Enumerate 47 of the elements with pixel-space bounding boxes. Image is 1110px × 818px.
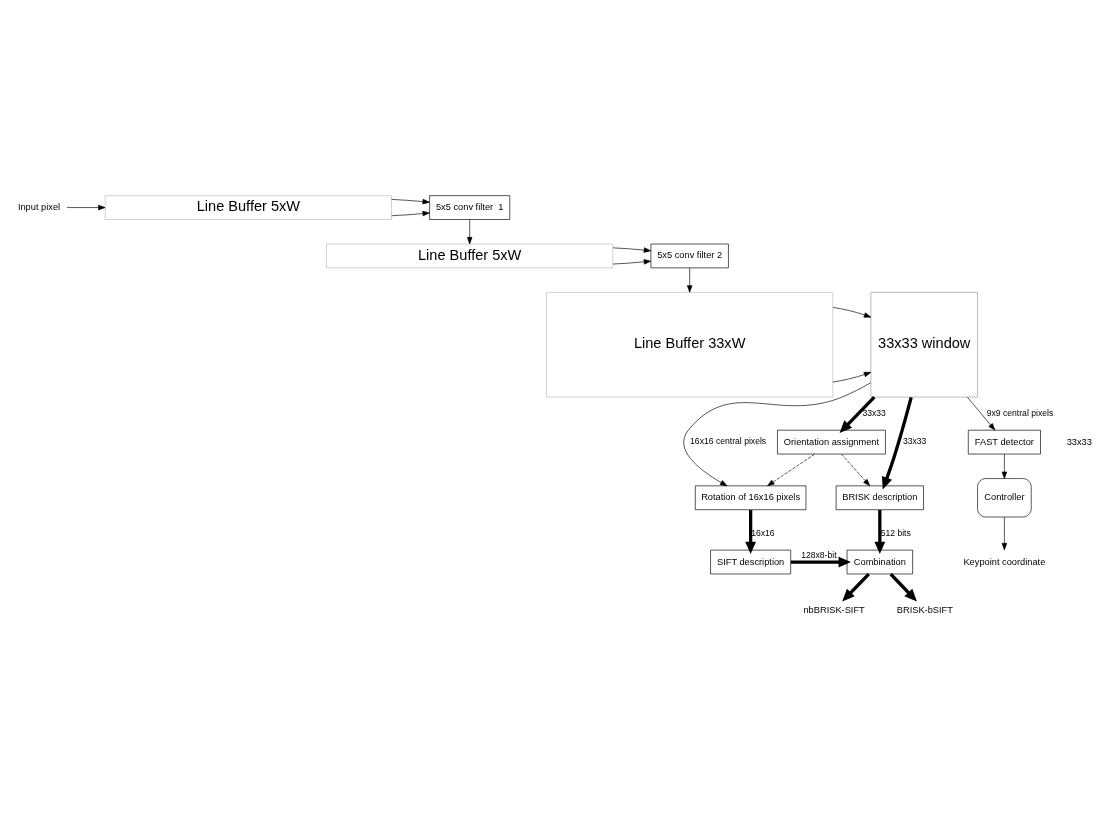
node-box: Line Buffer 33xW xyxy=(546,292,834,398)
arrow xyxy=(832,372,872,383)
node-box: Line Buffer 5xW xyxy=(104,195,392,220)
edge-label: 16x16 central pixels xyxy=(690,436,767,447)
edge-label: 33x33 xyxy=(902,436,927,447)
node-box: FAST detector xyxy=(967,429,1041,455)
node-box: 5x5 conv filter 1 xyxy=(429,195,511,220)
arrow xyxy=(391,198,430,205)
arrow xyxy=(612,259,652,265)
arrow xyxy=(1001,454,1008,479)
arrow xyxy=(767,453,815,487)
label: 33x33 xyxy=(1066,436,1092,447)
arrow xyxy=(839,395,876,434)
arrow xyxy=(66,204,106,211)
arrow xyxy=(889,572,917,602)
edge-label: 128x8-bit xyxy=(801,549,837,560)
node-box: Combination xyxy=(846,549,913,575)
arrow xyxy=(612,247,652,253)
edge-label: 16x16 xyxy=(751,527,775,538)
node-text: BRISK-bSIFT xyxy=(896,604,953,615)
arrow xyxy=(745,510,757,555)
edge-label: 9x9 central pixels xyxy=(986,407,1054,418)
arrow xyxy=(683,382,872,487)
arrow xyxy=(874,510,886,555)
node-text: nbBRISK-SIFT xyxy=(803,604,865,615)
arrow xyxy=(1001,516,1008,551)
node-box: 33x33 window xyxy=(870,292,978,398)
arrow xyxy=(832,307,872,318)
node-box: SIFT description xyxy=(710,549,792,575)
arrow xyxy=(841,454,871,487)
node-box: Line Buffer 5xW xyxy=(326,243,614,269)
arrow xyxy=(391,210,430,217)
arrow xyxy=(790,556,851,568)
arrow xyxy=(842,572,870,602)
node-text: Keypoint coordinate xyxy=(963,556,1046,567)
arrow xyxy=(687,267,693,293)
arrow xyxy=(881,396,913,490)
edge-label: 33x33 xyxy=(862,407,886,418)
node-box: Orientation assignment xyxy=(777,429,886,455)
node-box: BRISK description xyxy=(835,485,924,511)
arrow xyxy=(467,219,473,245)
node-box: Controller xyxy=(977,478,1032,518)
node-box: 5x5 conv filter 2 xyxy=(650,243,729,269)
edge-label: 512 bits xyxy=(880,527,911,538)
node-box: Rotation of 16x16 pixels xyxy=(694,485,807,511)
node-text: Input pixel xyxy=(17,202,61,213)
arrow xyxy=(967,396,996,431)
